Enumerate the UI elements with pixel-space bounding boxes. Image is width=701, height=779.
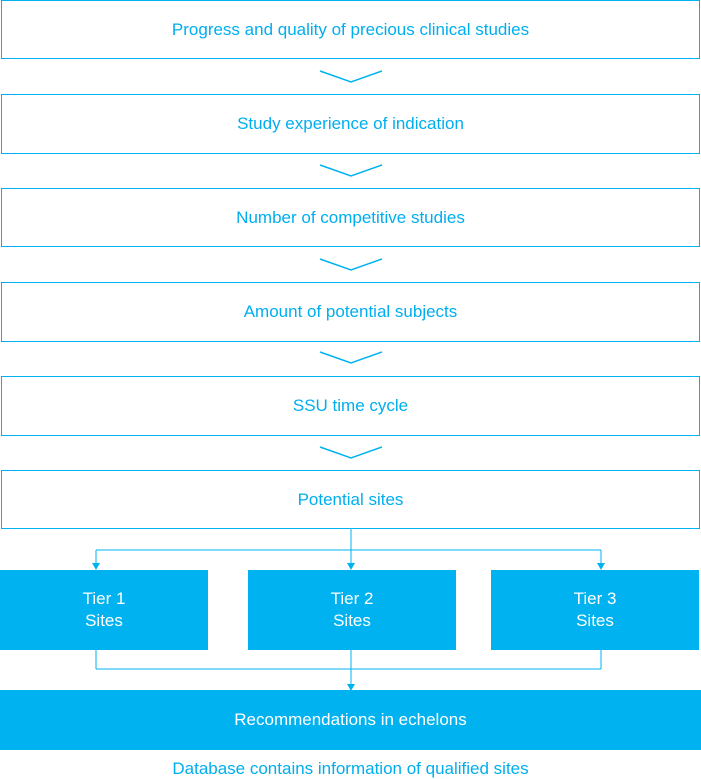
chevron-down-icon (319, 70, 383, 83)
step-box-competitive-studies: Number of competitive studies (1, 188, 700, 247)
tier-label: Tier 1 (82, 589, 126, 608)
step-box-potential-sites: Potential sites (1, 470, 700, 529)
tier-1-box: Tier 1 Sites (0, 570, 208, 650)
step-label: Progress and quality of precious clinica… (171, 19, 530, 39)
chevron-down-icon (319, 351, 383, 364)
step-label: Study experience of indication (237, 114, 464, 133)
tier-label: Tier 2 (330, 589, 374, 608)
tier-sublabel: Sites (333, 611, 371, 630)
arrow-down-icon (347, 684, 355, 691)
arrow-down-icon (597, 563, 605, 570)
arrow-down-icon (92, 563, 100, 570)
chevron-down-icon (319, 446, 383, 459)
step-label: SSU time cycle (292, 396, 409, 415)
step-box-ssu-time-cycle: SSU time cycle (1, 376, 700, 436)
tier-sublabel: Sites (576, 611, 614, 630)
tier-label: Tier 3 (573, 589, 617, 608)
recommendations-label: Recommendations in echelons (234, 710, 467, 729)
tier-2-box: Tier 2 Sites (248, 570, 456, 650)
tier-3-box: Tier 3 Sites (491, 570, 699, 650)
step-box-progress-quality: Progress and quality of precious clinica… (1, 0, 700, 59)
recommendations-box: Recommendations in echelons (0, 690, 701, 750)
step-label: Amount of potential subjects (243, 302, 458, 321)
step-label: Number of competitive studies (236, 207, 465, 227)
step-box-study-experience: Study experience of indication (1, 94, 700, 154)
chevron-down-icon (319, 258, 383, 271)
step-box-potential-subjects: Amount of potential subjects (1, 282, 700, 342)
footer-caption: Database contains information of qualifi… (172, 759, 529, 778)
tier-sublabel: Sites (85, 611, 123, 630)
chevron-down-icon (319, 164, 383, 177)
step-label: Potential sites (297, 489, 404, 509)
arrow-down-icon (347, 563, 355, 570)
